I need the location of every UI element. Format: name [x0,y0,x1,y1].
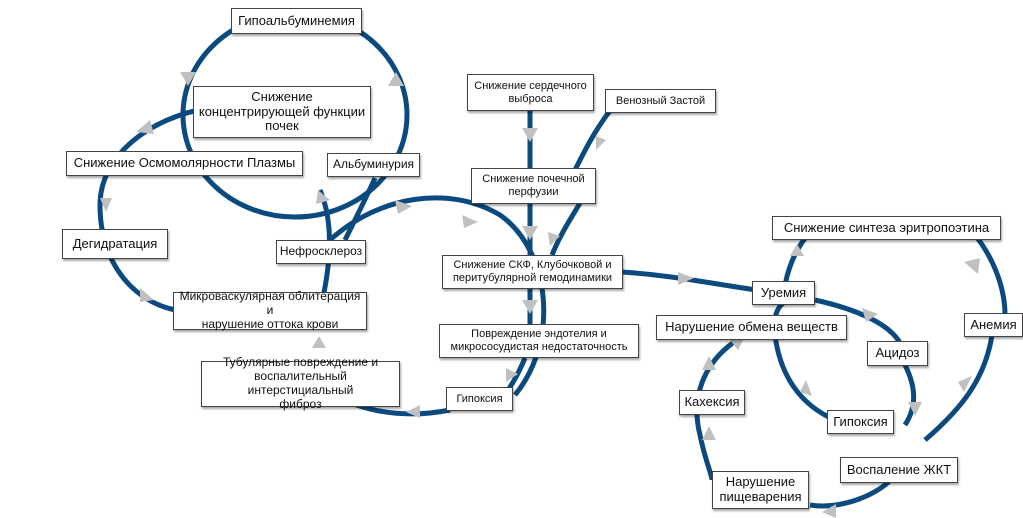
node-acidosis: Ацидоз [867,341,928,366]
node-hypoxia-left: Гипоксия [446,387,513,411]
arrow-to-albuminuria-up [316,190,330,204]
node-anemia: Анемия [964,313,1023,337]
node-metabolic-disorder: Нарушение обмена веществ [656,315,847,340]
node-reduced-cardiac-output: Снижение сердечного выброса [467,74,594,111]
arrow-metabolic-up [730,338,744,350]
node-gi-inflammation: Воспаление ЖКТ [840,457,958,483]
arrow-acidosis-to-hypoxia [908,402,922,416]
arrow-perfusion-down [522,226,538,240]
node-reduced-concentrating-function: Снижение концентрирующей функции почек [193,86,371,138]
node-venous-congestion: Венозный Застой [605,89,716,113]
arrow-venous-down [596,136,606,150]
arrow-perfusion-down-2 [548,232,560,246]
arrow-to-acidosis [862,308,878,322]
arrow-gi-to-digestion [822,504,836,518]
arrow-to-nephro [395,200,412,214]
left-loop [97,105,332,313]
arrow-gfr-down [522,300,538,314]
gfr-to-uremia-line [621,269,758,293]
node-dehydration: Дегидратация [62,229,168,259]
node-hypoxia-right: Гипоксия [827,410,894,434]
arrow-to-dehydration [100,198,112,212]
node-reduced-gfr-hemodynamics: Снижение СКФ, Клубочковой и перитубулярн… [442,255,623,289]
arrow-to-uremia [678,272,694,285]
node-hypoalbuminemia: Гипоальбуминемия [231,8,362,34]
arrow-to-osmolarity [136,120,154,134]
arrow-cardiac-down [522,128,538,142]
arrow-albuminuria-to-hypoalb [388,72,404,86]
venous-to-perfusion-line [572,106,614,172]
arrow-hypoalb-to-concentrating [180,72,196,86]
node-endothelial-damage: Повреждение эндотелия и микрососудистая … [439,324,639,358]
node-reduced-renal-perfusion: Снижение почечной перфузии [471,168,596,204]
node-microvascular-obliteration: Микроваскулярная облитерация и нарушение… [173,289,367,331]
arrow-cachexia-up [702,356,716,370]
arrow-to-anemia [964,258,980,274]
arrow-endothelial-down [506,368,518,382]
nephro-to-albuminuria-line [342,176,378,242]
node-cachexia: Кахексия [679,390,745,415]
arrow-hypoxia-to-metabolic [800,380,812,396]
arrow-to-microvascular [140,288,154,302]
arrow-hypoxia-to-tubular [406,405,420,418]
arrow-to-gi [958,376,972,392]
node-reduced-erythropoietin-synthesis: Снижение синтеза эритропоэтина [772,216,1001,240]
node-digestion-disorder: Нарушение пищеварения [712,471,809,509]
arrow-digestion-up [702,426,716,440]
arrow-tubular-up [312,336,326,348]
node-nephrosclerosis: Нефросклероз [276,240,366,264]
arrow-to-epo [790,244,804,256]
node-uremia: Уремия [752,281,815,305]
node-tubular-damage-fibrosis: Тубулярные повреждение и воспалительный … [201,356,400,411]
node-albuminuria: Альбуминурия [327,153,420,177]
arrow-to-gfr-left [462,215,478,228]
node-reduced-plasma-osmolarity: Снижение Осмомолярности Плазмы [66,151,303,176]
perfusion-to-gfr-line-2 [549,201,583,256]
